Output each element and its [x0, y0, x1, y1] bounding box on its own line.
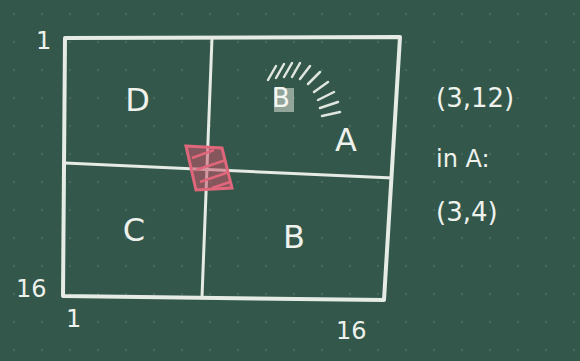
axis-number: 16: [16, 276, 47, 302]
quadrant-letter: D: [125, 83, 150, 118]
quadrant: C: [68, 172, 200, 290]
axis-number: 16: [336, 318, 367, 344]
quadrant-letter: C: [123, 213, 145, 248]
hatching: [268, 63, 340, 116]
coordinate-note: in A:: [436, 146, 490, 172]
quadrant: D: [70, 45, 205, 157]
quadrant: A: [218, 45, 393, 170]
crossed-letter: B: [272, 84, 290, 113]
quadrant: B: [208, 182, 380, 294]
axis-number: 1: [36, 28, 51, 54]
coordinate-note: (3,4): [436, 198, 498, 227]
center-marker: [186, 146, 232, 190]
quadrant-letter: B: [283, 220, 305, 255]
outer-square: [63, 37, 400, 300]
coordinate-note: (3,12): [436, 84, 514, 113]
quadrant-letter: A: [335, 123, 357, 158]
axis-number: 1: [66, 306, 81, 332]
